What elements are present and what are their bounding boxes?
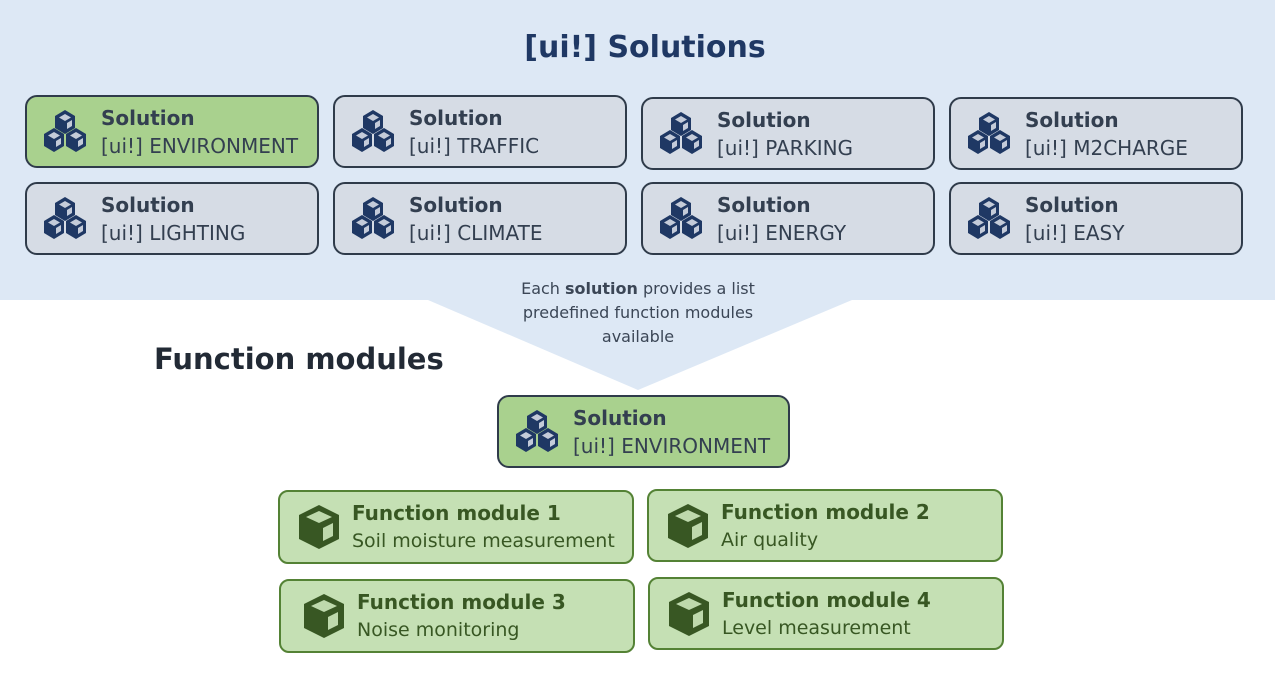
cubes-icon (44, 109, 86, 152)
explanation-text: Each solution provides a list predefined… (521, 279, 755, 346)
function-module-card-4[interactable]: Function module 4 Level measurement (648, 577, 1004, 650)
function-modules-title: Function modules (154, 342, 444, 376)
solution-name: [ui!] ENVIRONMENT (101, 133, 299, 158)
solution-card-climate[interactable]: Solution [ui!] CLIMATE (333, 182, 627, 255)
solution-card-environment[interactable]: Solution [ui!] ENVIRONMENT (25, 95, 319, 168)
cubes-icon (352, 196, 394, 239)
cubes-icon (660, 196, 702, 239)
solution-card-parking[interactable]: Solution [ui!] PARKING (641, 97, 935, 170)
solution-label: Solution (1025, 107, 1119, 132)
solution-name: [ui!] M2CHARGE (1025, 135, 1188, 160)
cubes-icon (516, 409, 558, 452)
solution-label: Solution (409, 192, 503, 217)
solution-name: [ui!] PARKING (717, 135, 854, 160)
solution-card-m2charge[interactable]: Solution [ui!] M2CHARGE (949, 97, 1243, 170)
cube-icon (668, 503, 708, 548)
solution-label: Solution (1025, 192, 1119, 217)
solution-label: Solution (101, 192, 195, 217)
function-module-card-1[interactable]: Function module 1 Soil moisture measureme… (278, 490, 634, 564)
cubes-icon (660, 111, 702, 154)
solution-card-lighting[interactable]: Solution [ui!] LIGHTING (25, 182, 319, 255)
solution-label: Solution (717, 107, 811, 132)
solution-card-energy[interactable]: Solution [ui!] ENERGY (641, 182, 935, 255)
solution-name: [ui!] LIGHTING (101, 220, 246, 245)
solution-name: [ui!] ENVIRONMENT (573, 433, 771, 458)
cube-icon (304, 594, 344, 638)
module-label: Function module 4 (722, 587, 931, 612)
cubes-icon (44, 196, 86, 239)
solution-name: [ui!] ENERGY (717, 220, 847, 245)
solution-label: Solution (717, 192, 811, 217)
solution-name: [ui!] TRAFFIC (409, 133, 540, 158)
function-module-card-2[interactable]: Function module 2 Air quality (647, 489, 1003, 562)
cube-icon (669, 591, 709, 636)
module-name: Soil moisture measurement (352, 530, 615, 552)
module-name: Noise monitoring (357, 619, 520, 641)
cubes-icon (968, 196, 1010, 239)
page-title: [ui!] Solutions (524, 30, 766, 65)
solution-label: Solution (101, 105, 195, 130)
selected-solution-card[interactable]: Solution [ui!] ENVIRONMENT (497, 395, 790, 468)
solution-label: Solution (409, 105, 503, 130)
module-label: Function module 2 (721, 499, 930, 524)
solution-name: [ui!] CLIMATE (409, 220, 543, 245)
cubes-icon (352, 109, 394, 152)
solution-card-traffic[interactable]: Solution [ui!] TRAFFIC (333, 95, 627, 168)
module-name: Level measurement (722, 616, 911, 639)
module-name: Air quality (721, 528, 819, 551)
function-module-card-3[interactable]: Function module 3 Noise monitoring (279, 579, 635, 653)
cubes-icon (968, 111, 1010, 154)
module-label: Function module 1 (352, 501, 561, 525)
solution-card-easy[interactable]: Solution [ui!] EASY (949, 182, 1243, 255)
solution-label: Solution (573, 405, 667, 430)
cube-icon (299, 505, 339, 549)
solution-name: [ui!] EASY (1025, 220, 1125, 245)
module-label: Function module 3 (357, 590, 566, 614)
